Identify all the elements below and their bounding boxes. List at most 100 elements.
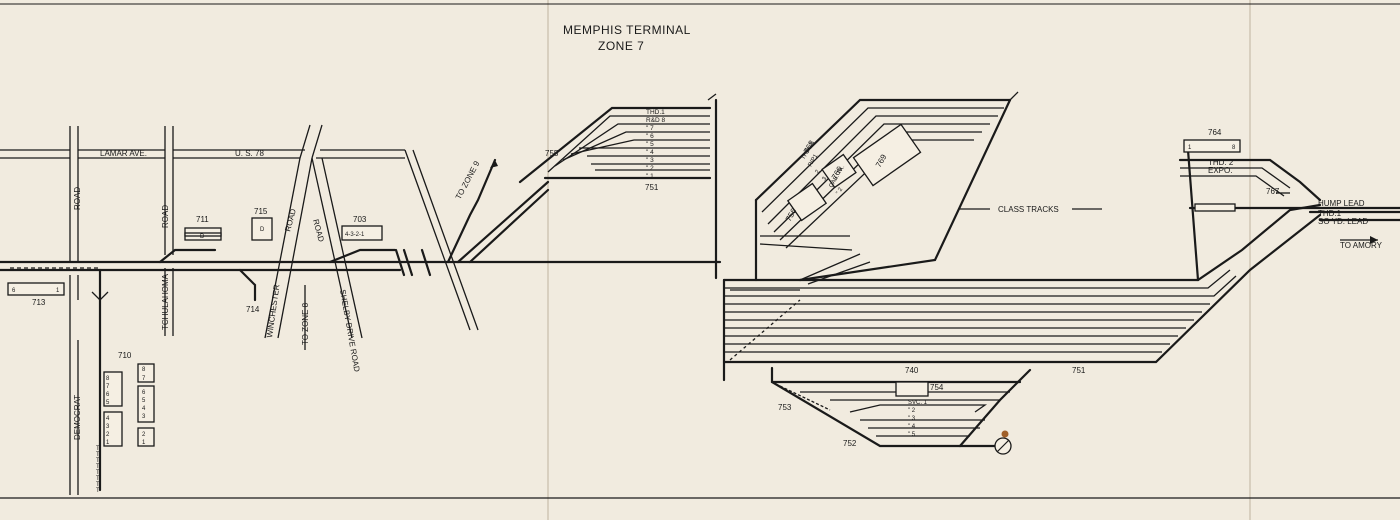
angled-item: 2	[815, 169, 822, 175]
box-710-e	[137, 427, 155, 447]
angled-yard	[754, 91, 1019, 285]
col-710-a-list: 87	[142, 367, 146, 382]
tcol-item: T	[96, 458, 100, 464]
box-710-a	[137, 363, 155, 383]
label-713: 713	[32, 298, 46, 307]
thd1-right-label: THD.1	[1318, 209, 1342, 218]
box-715-text: D	[260, 227, 265, 233]
box-713	[7, 282, 65, 296]
upper-yard-item: " 7	[646, 125, 654, 132]
road-w-label: ROAD	[283, 208, 298, 233]
label-764: 764	[1208, 128, 1222, 137]
col-710-d-list: 4 3 2 1	[106, 416, 110, 446]
box-713-text: 6	[12, 288, 16, 294]
box-754	[895, 381, 929, 397]
upper-yard-track-list: THD.1R&D 8" 7" 6" 5" 4" 3" 2" 1	[646, 109, 666, 180]
to-amory-label: TO AMORY	[1340, 241, 1383, 250]
box-703	[341, 225, 383, 241]
col-710-e-list: 21	[142, 432, 146, 446]
svc-item: " 5	[908, 432, 916, 438]
road-mid-label: ROAD	[161, 205, 170, 228]
svc-track-list: SVC. 1 " 2 " 3 " 4 " 5	[908, 400, 928, 438]
democrat-label: DEMOCRAT	[73, 395, 82, 440]
col710b-item: 6	[106, 392, 110, 398]
svc-item: " 4	[908, 424, 916, 430]
svc-item: SVC. 1	[908, 400, 928, 406]
to-zone-9-label: TO ZONE 9	[454, 159, 482, 201]
box-766	[821, 153, 857, 189]
tcol-item: T	[96, 452, 100, 458]
label-715: 715	[254, 207, 268, 216]
col710a-item: 7	[142, 376, 146, 382]
upper-yard-item: " 5	[646, 141, 654, 148]
box-711-inner	[184, 232, 222, 237]
col710d-item: 1	[106, 440, 110, 446]
col710d-item: 4	[106, 416, 110, 422]
streets-left	[0, 124, 479, 495]
upper-yard-755	[518, 93, 718, 280]
col710c-item: 5	[142, 398, 146, 404]
label-710: 710	[118, 351, 132, 360]
tcol-item: T	[96, 446, 100, 452]
col-710-b-list: 8 7 6 5	[106, 376, 110, 406]
tcol-item: T	[96, 476, 100, 482]
col710e-item: 2	[142, 432, 146, 438]
col710b-item: 7	[106, 384, 110, 390]
box-713-text-b: 1	[56, 288, 60, 294]
label-751-lower: 751	[1072, 366, 1086, 375]
upper-yard-item: " 1	[646, 173, 654, 180]
label-740: 740	[905, 366, 919, 375]
road-left-label: ROAD	[73, 187, 82, 210]
yd-lead-label: SO YD. LEAD	[1318, 217, 1368, 226]
label-755: 755	[545, 149, 559, 158]
col710d-item: 3	[106, 424, 110, 430]
label-711: 711	[196, 215, 209, 224]
shelby-label: SHELBY DRIVE ROAD	[338, 289, 361, 373]
box-710-d	[103, 411, 123, 447]
svc-item: " 3	[908, 416, 916, 422]
box-710-c	[137, 385, 155, 423]
class-tracks-label: CLASS TRACKS	[998, 205, 1059, 214]
upper-yard-item: " 3	[646, 157, 654, 164]
label-754: 754	[930, 383, 944, 392]
lamar-ave-label: LAMAR AVE.	[100, 149, 147, 158]
box-right-siding	[1194, 203, 1236, 212]
hump-lead-label: HUMP LEAD	[1318, 199, 1365, 208]
us78-label: U. S. 78	[235, 149, 264, 158]
label-703: 703	[353, 215, 367, 224]
to-zone-8-label: TO ZONE 8	[301, 302, 310, 345]
expo-label: EXPO.	[1208, 166, 1232, 175]
label-714: 714	[246, 305, 260, 314]
angled-item: " 2	[836, 186, 845, 196]
col710e-item: 1	[142, 440, 146, 446]
label-767: 767	[1266, 187, 1280, 196]
angled-item: 3	[822, 176, 829, 182]
tcol-item: T	[96, 482, 100, 488]
upper-yard-item: THD.1	[646, 109, 665, 116]
tcol-item: T	[96, 488, 100, 494]
box-703-text: 4-3-2-1	[345, 232, 365, 238]
box-764-text-b: 8	[1232, 145, 1236, 151]
title-line-1: MEMPHIS TERMINAL	[563, 23, 691, 37]
label-752: 752	[843, 439, 857, 448]
road-h-label: ROAD	[311, 218, 326, 243]
col710b-item: 5	[106, 400, 110, 406]
col710d-item: 2	[106, 432, 110, 438]
col710b-item: 8	[106, 376, 110, 382]
upper-yard-item: " 2	[646, 165, 654, 172]
title-line-2: ZONE 7	[598, 39, 644, 53]
class-yard	[722, 203, 1322, 382]
box-764-text-a: 1	[1188, 145, 1192, 151]
col710c-item: 3	[142, 414, 146, 420]
upper-yard-item: R&D 8	[646, 117, 666, 124]
box-756	[786, 182, 828, 222]
box-711-text: D	[200, 234, 205, 240]
box-715	[251, 217, 273, 241]
main-line-left	[0, 158, 722, 492]
svc-item: " 2	[908, 408, 916, 414]
label-753: 753	[778, 403, 792, 412]
box-769	[852, 123, 922, 187]
